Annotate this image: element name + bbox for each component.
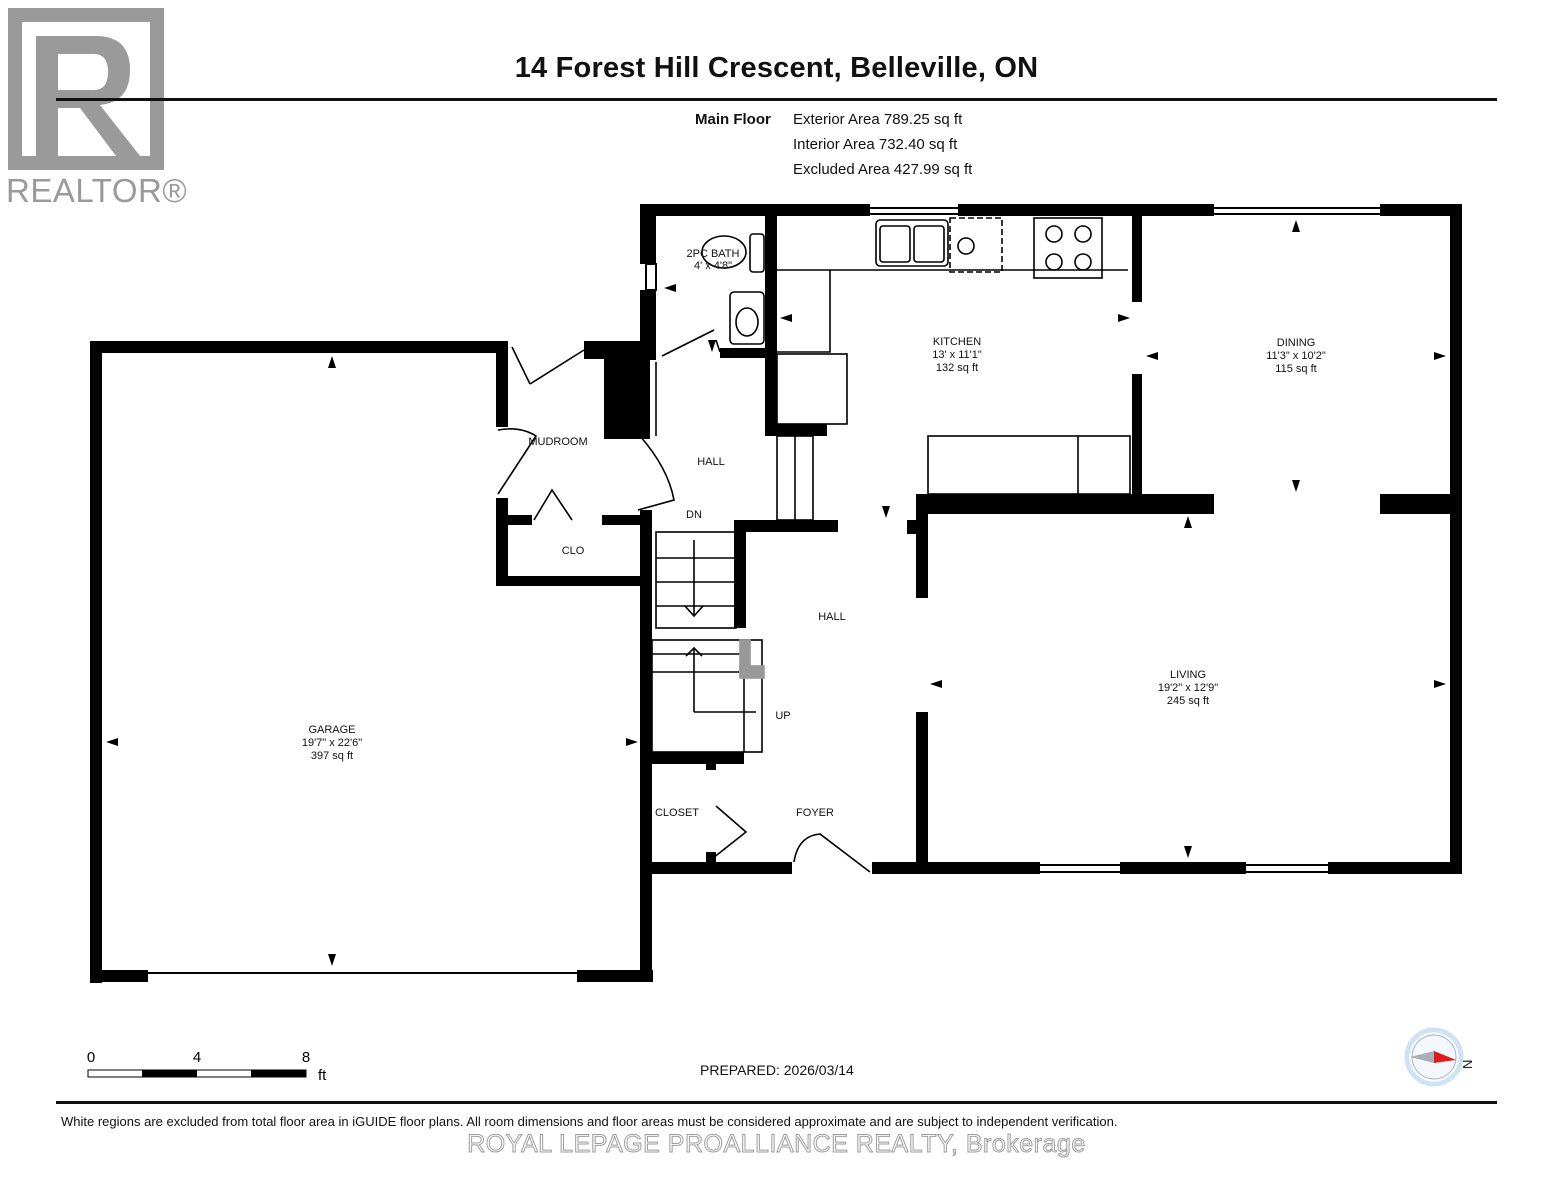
garage-area: 397 sq ft [311,750,353,762]
hall-upper-name: HALL [697,456,725,468]
compass-north-label: N [1460,1060,1475,1069]
scale-label-4: 4 [193,1049,201,1066]
kitchen-name: KITCHEN [933,336,981,348]
scale-label-0: 0 [87,1049,95,1066]
fixtures [497,217,1131,873]
realtor-logo [8,8,164,170]
clo-name: CLO [562,545,585,557]
header-rule [56,98,1497,101]
living-area: 245 sq ft [1167,695,1209,707]
floor-name: Main Floor [695,111,771,128]
bath-dims: 4' x 4'8" [694,260,732,272]
dining-area: 115 sq ft [1275,363,1316,375]
disclaimer-text: White regions are excluded from total fl… [61,1114,1118,1129]
mudroom-name: MUDROOM [528,436,587,448]
kitchen-area: 132 sq ft [936,362,978,374]
stairs-up-label: UP [775,710,790,722]
kitchen-dims: 13' x 11'1" [932,349,982,361]
closet-name: CLOSET [655,807,699,819]
footer-rule [56,1101,1497,1104]
stairs-down-label: DN [686,509,702,521]
scale-bar: 0 4 8 ft [87,1049,327,1084]
compass-icon: N [1404,1027,1475,1087]
room-markers [106,220,1446,966]
dining-name: DINING [1277,337,1316,349]
dining-dims: 11'3" x 10'2" [1266,350,1326,362]
living-name: LIVING [1170,669,1206,681]
exterior-area: Exterior Area 789.25 sq ft [793,111,963,128]
brokerage-watermark: ROYAL LEPAGE PROALLIANCE REALTY, Brokera… [467,1130,1086,1159]
prepared-date: PREPARED: 2026/03/14 [700,1062,854,1078]
hall-lower-name: HALL [818,611,846,623]
garage-name: GARAGE [308,724,355,736]
walls [90,204,1462,983]
garage-dims: 19'7" x 22'6" [302,737,362,749]
bath-name: 2PC BATH [687,248,740,260]
page-title: 14 Forest Hill Crescent, Belleville, ON [514,52,1039,84]
scale-unit: ft [318,1067,327,1084]
foyer-name: FOYER [796,807,834,819]
realtor-wordmark: REALTOR® [6,172,188,209]
interior-area: Interior Area 732.40 sq ft [793,136,958,153]
living-dims: 19'2" x 12'9" [1158,682,1218,694]
scale-label-8: 8 [302,1049,310,1066]
excluded-area: Excluded Area 427.99 sq ft [793,161,973,178]
